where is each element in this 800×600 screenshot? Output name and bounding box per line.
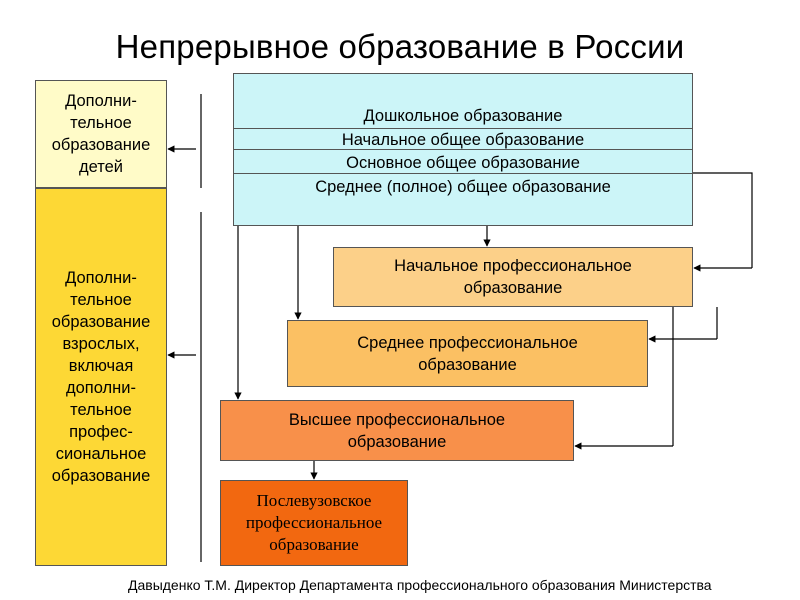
children-line: образование (51, 136, 151, 154)
divider (234, 128, 692, 129)
footer-line: Давыденко Т.М. Директор Департамента про… (128, 577, 712, 593)
right-loop-line (693, 172, 753, 268)
footer-credit: Давыденко Т.М. Директор Департамента про… (128, 576, 800, 600)
divider (234, 149, 692, 150)
secondary-general-label: Среднее (полное) общее образование (315, 178, 611, 196)
postgraduate-box: Послевузовское профессиональное образова… (220, 480, 408, 566)
children-line: детей (78, 158, 124, 176)
children-additional-education-box: Дополни- тельное образование детей (35, 80, 167, 188)
children-line: тельное (70, 114, 132, 132)
adults-line: Дополни- (65, 269, 137, 287)
children-line: Дополни- (65, 92, 137, 110)
initial-professional-label: Начальное профессиональное образование (394, 257, 632, 297)
adults-line: образование (51, 313, 151, 331)
initial-professional-box: Начальное профессиональное образование (333, 247, 693, 307)
higher-professional-label: Высшее профессиональное образование (288, 410, 506, 451)
adults-line: сиональное (55, 445, 147, 463)
basic-general-label: Основное общее образование (346, 154, 580, 172)
page-title: Непрерывное образование в России (115, 28, 685, 65)
secondary-professional-box: Среднее профессиональное образование (287, 320, 648, 387)
preschool-label: Дошкольное образование (363, 107, 563, 125)
adults-line: включая (68, 357, 134, 375)
postgraduate-label: Послевузовское профессиональное образова… (245, 491, 383, 554)
adults-line: взрослых, (62, 335, 140, 353)
primary-general-label: Начальное общее образование (341, 131, 585, 149)
adults-line: профес- (69, 423, 133, 441)
adults-line: дополни- (65, 379, 136, 397)
adults-additional-education-box: Дополни- тельное образование взрослых, в… (35, 188, 167, 566)
general-education-box: Дошкольное образование Начальное общее о… (233, 73, 693, 226)
higher-professional-box: Высшее профессиональное образование (220, 400, 574, 461)
divider (234, 173, 692, 174)
adults-line: образование (51, 467, 151, 485)
adults-line: тельное (70, 401, 132, 419)
secondary-professional-label: Среднее профессиональное образование (357, 333, 578, 374)
adults-line: тельное (70, 291, 132, 309)
